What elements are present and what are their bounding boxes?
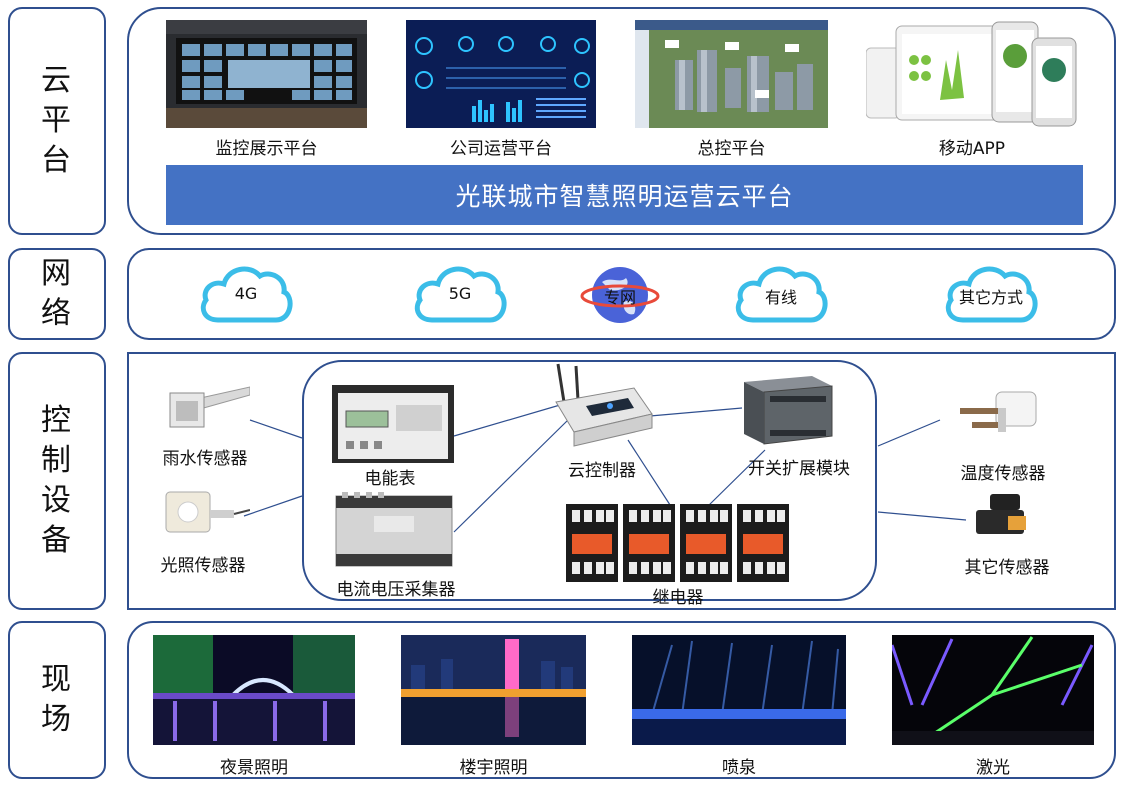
network-label: 其它方式: [958, 288, 1023, 307]
sensor-label: 雨水传感器: [162, 449, 248, 469]
field-label: 喷泉: [722, 758, 756, 778]
cloud-icon: [200, 266, 293, 323]
relay-group-image: [566, 504, 790, 586]
network-item-other: 其它方式: [943, 258, 1039, 328]
mobile-app-image: [866, 20, 1078, 128]
relay-unit: [566, 504, 618, 582]
switch-module-image: [740, 372, 836, 450]
monitoring-wall-image: [166, 20, 367, 128]
cloud-icon: [945, 266, 1038, 323]
platform-label: 总控平台: [697, 139, 766, 159]
sensor-label: 温度传感器: [960, 464, 1046, 484]
night-scene-image: [153, 635, 355, 745]
side-label-text: 网络: [41, 256, 73, 331]
connector-line: [627, 439, 673, 509]
other-sensor-image: [972, 488, 1032, 544]
connector-line: [453, 404, 561, 437]
cloud-controller-image: [548, 362, 654, 454]
light-sensor-image: [164, 486, 251, 540]
connector-line: [453, 419, 569, 533]
sensor-label: 光照传感器: [160, 556, 246, 576]
connector-line: [243, 495, 303, 517]
network-item-wired: 有线: [733, 258, 829, 328]
platform-label: 监控展示平台: [215, 139, 318, 159]
device-label: 开关扩展模块: [748, 459, 850, 479]
side-label-control: 控制设备: [8, 352, 106, 610]
connector-line: [649, 407, 743, 417]
sensor-label: 其它传感器: [964, 558, 1050, 578]
laser-image: [892, 635, 1094, 745]
side-label-cloud-platform: 云平台: [8, 7, 106, 235]
side-label-network: 网络: [8, 248, 106, 340]
side-label-text: 云平台: [41, 63, 73, 178]
energy-meter-image: [332, 385, 454, 467]
device-label: 电能表: [364, 469, 416, 489]
field-label: 夜景照明: [220, 758, 288, 778]
temperature-sensor-image: [938, 388, 1038, 452]
operations-dashboard-image: [406, 20, 596, 128]
network-label: 有线: [764, 288, 797, 307]
collector-image: [334, 490, 454, 574]
field-label: 楼宇照明: [459, 758, 528, 778]
connector-line: [877, 511, 967, 521]
fountain-image: [632, 635, 846, 745]
platform-label: 移动APP: [938, 139, 1006, 159]
rain-sensor-image: [166, 385, 251, 441]
network-item-private: 专网: [580, 262, 660, 328]
globe-icon: [580, 267, 660, 323]
connector-line: [877, 419, 941, 447]
connector-line: [249, 419, 303, 439]
network-item-4g: 4G: [198, 258, 294, 328]
device-label: 云控制器: [568, 461, 636, 481]
network-item-5g: 5G: [412, 258, 508, 328]
device-label: 电流电压采集器: [336, 580, 456, 600]
side-label-text: 控制设备: [41, 403, 73, 558]
side-label-field: 现场: [8, 621, 106, 779]
platform-label: 公司运营平台: [450, 139, 552, 159]
building-lighting-image: [401, 635, 586, 745]
device-label: 继电器: [652, 588, 704, 608]
network-label: 5G: [448, 284, 472, 303]
network-label: 4G: [234, 284, 258, 303]
field-label: 激光: [976, 758, 1010, 778]
cloud-icon: [414, 266, 507, 323]
cloud-icon: [735, 266, 828, 323]
side-label-text: 现场: [41, 662, 73, 737]
cloud-platform-banner: 光联城市智慧照明运营云平台: [166, 165, 1083, 225]
master-control-map-image: [635, 20, 828, 128]
network-label: 专网: [603, 288, 636, 307]
connector-line: [705, 449, 766, 509]
